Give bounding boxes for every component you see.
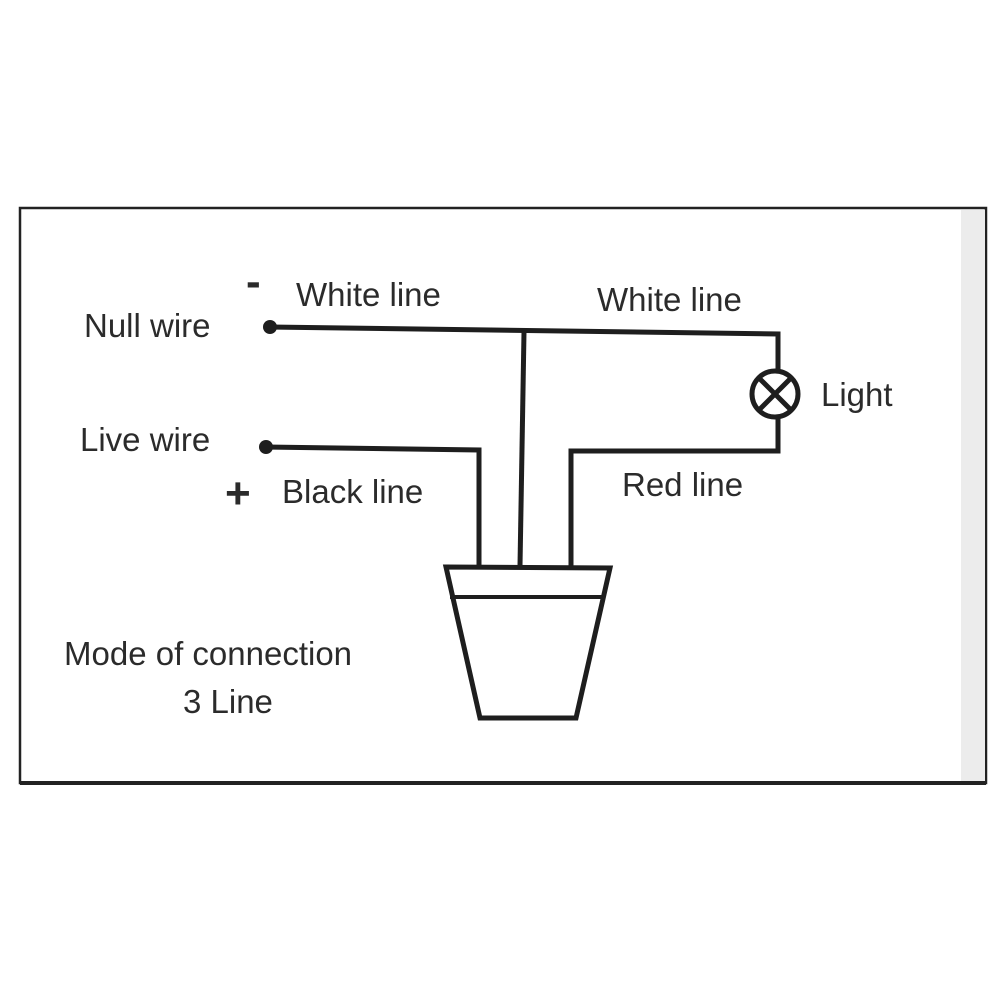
red-line-wire [568, 413, 781, 569]
black-line-label: Black line [282, 473, 423, 510]
lamp-icon [749, 368, 801, 420]
negative-sign: - [246, 257, 261, 306]
red-line-label: Red line [622, 466, 743, 503]
frame-right-shade [961, 210, 985, 781]
middle-wire [517, 329, 527, 569]
null-wire-label: Null wire [84, 307, 211, 344]
three-line-label: 3 Line [183, 683, 273, 720]
mode-of-connection-label: Mode of connection [64, 635, 352, 672]
white-line-left-label: White line [296, 276, 441, 313]
white-line-right-label: White line [597, 281, 742, 318]
positive-sign: + [225, 469, 251, 518]
white-line-wire [267, 324, 781, 375]
light-label: Light [821, 376, 893, 413]
black-line-wire [263, 444, 482, 569]
live-wire-label: Live wire [80, 421, 210, 458]
sensor-icon [442, 564, 614, 721]
